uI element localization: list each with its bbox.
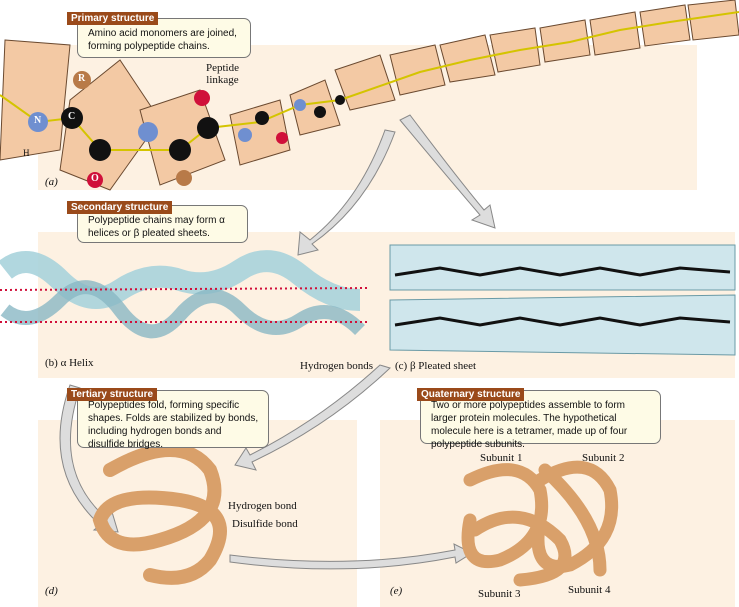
carbon-atom-label: C [68, 111, 76, 122]
subunit-2-label: Subunit 2 [582, 452, 625, 464]
quaternary-tetramer [461, 460, 619, 587]
hydrogen-bonds-label: Hydrogen bonds [300, 360, 374, 372]
primary-description: Amino acid monomers are joined, forming … [77, 18, 251, 58]
secondary-structure-tag: Secondary structure [67, 201, 173, 214]
hydrogen-atom-label: H [23, 148, 30, 158]
backbone-line [0, 11, 739, 151]
alpha-helix [0, 250, 371, 339]
subunit-1-label: Subunit 1 [480, 452, 523, 464]
primary-structure-tag: Primary structure [67, 12, 159, 25]
tertiary-structure-tag: Tertiary structure [67, 388, 158, 401]
subunit-4-label: Subunit 4 [568, 584, 611, 596]
panel-d-label: (d) [45, 585, 58, 597]
r-group-label: R [78, 73, 86, 84]
alpha-helix-label: (b) α Helix [45, 357, 94, 369]
subunit-3-label: Subunit 3 [478, 588, 521, 600]
beta-pleated-sheet [389, 244, 736, 356]
hydrogen-bond-label: Hydrogen bond [228, 500, 297, 512]
oxygen-atom-label: O [91, 173, 99, 184]
disulfide-bond-label: Disulfide bond [232, 518, 298, 530]
nitrogen-atom-label: N [34, 115, 42, 126]
transition-arrows [59, 114, 496, 570]
polypeptide-chain [0, 0, 739, 191]
quaternary-structure-tag: Quaternary structure [417, 388, 525, 401]
atoms [28, 71, 345, 188]
panel-e-label: (e) [390, 585, 403, 597]
tertiary-fold [92, 443, 227, 585]
panel-a-label: (a) [45, 176, 58, 188]
peptide-linkage-label: Peptide linkage [206, 62, 239, 86]
pleated-sheet-label: (c) β Pleated sheet [395, 360, 477, 372]
